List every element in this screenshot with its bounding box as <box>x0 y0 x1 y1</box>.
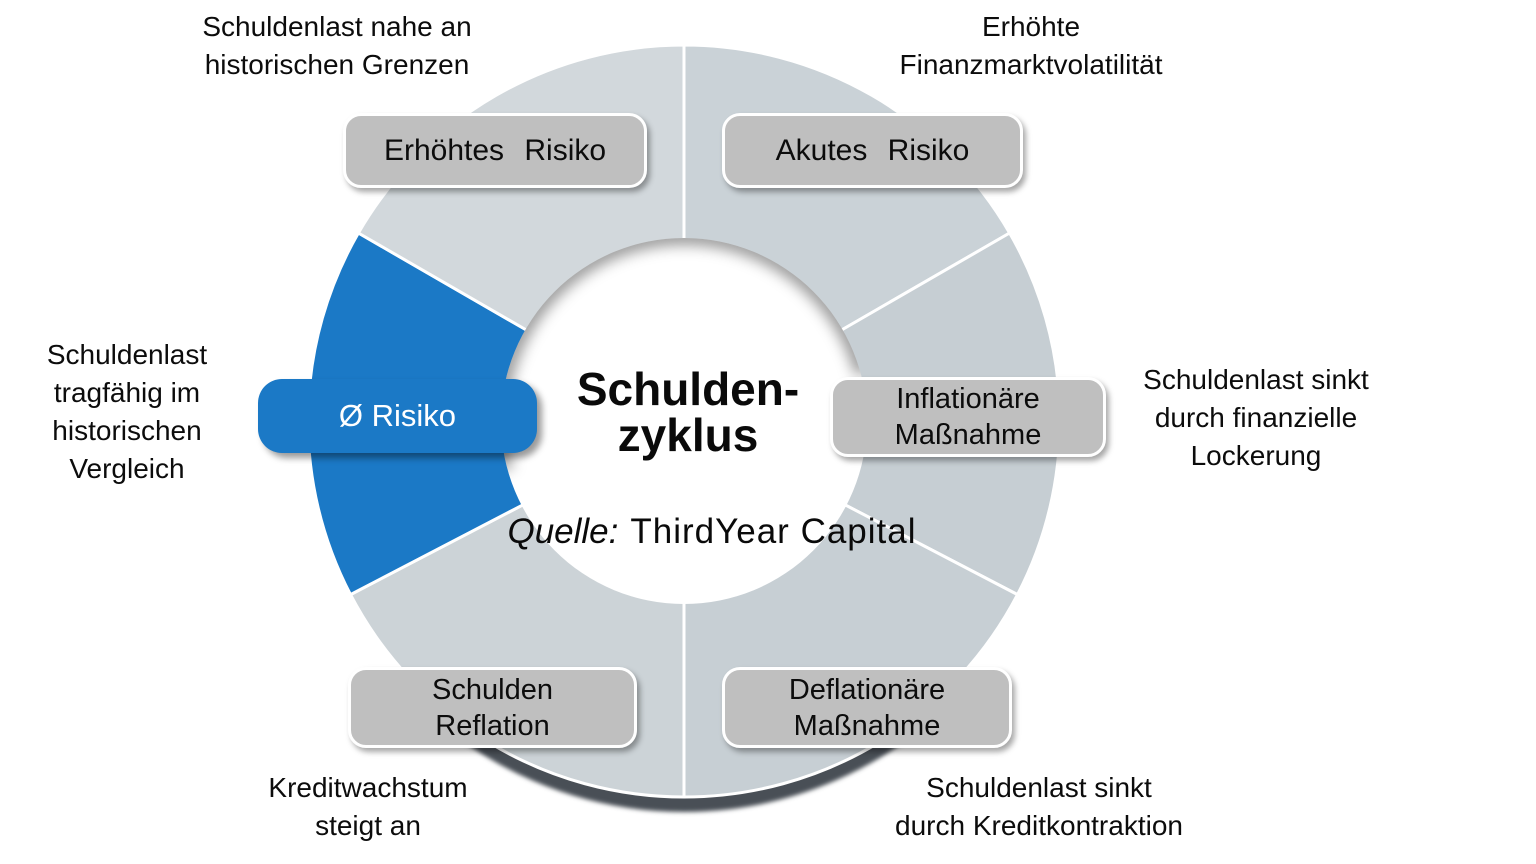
source-name: ThirdYear Capital <box>630 512 917 551</box>
pill-label-line: Schulden <box>432 673 553 706</box>
pill-deflationaere-massnahme: Deflationäre Maßnahme <box>722 667 1012 748</box>
annotation-bottom-right: Schuldenlast sinkt durch Kreditkontrakti… <box>895 769 1183 845</box>
annotation-line: historischen <box>52 415 202 446</box>
annotation-right: Schuldenlast sinkt durch finanzielle Loc… <box>1143 361 1369 475</box>
pill-label-line: Maßnahme <box>793 709 941 742</box>
pill-schulden-reflation: Schulden Reflation <box>348 667 637 748</box>
source-line: Quelle: ThirdYear Capital <box>507 511 916 553</box>
annotation-line: Schuldenlast sinkt <box>926 772 1152 803</box>
annotation-line: Kreditwachstum <box>268 772 468 803</box>
annotation-line: Erhöhte <box>981 11 1081 42</box>
pill-label-line: Deflationäre <box>788 673 946 706</box>
annotation-line: historischen Grenzen <box>204 49 470 80</box>
cycle-title: Schulden- zyklus <box>577 366 799 458</box>
pill-label: Akutes Risiko <box>775 133 970 167</box>
annotation-bottom-left: Kreditwachstum steigt an <box>268 769 467 845</box>
annotation-left: Schuldenlast tragfähig im historischen V… <box>47 336 207 488</box>
pill-label-line: Reflation <box>435 709 550 742</box>
annotation-line: tragfähig im <box>53 377 201 408</box>
annotation-line: durch Kreditkontraktion <box>895 810 1183 841</box>
pill-erhoehtes-risiko: Erhöhtes Risiko <box>343 113 647 188</box>
annotation-line: Vergleich <box>69 453 185 484</box>
cycle-title-line: Schulden- <box>576 363 800 415</box>
annotation-line: Finanzmarktvolatilität <box>899 49 1163 80</box>
annotation-top-right: Erhöhte Finanzmarktvolatilität <box>900 8 1163 84</box>
pill-durchschnitt-risiko: Ø Risiko <box>258 379 537 453</box>
pill-akutes-risiko: Akutes Risiko <box>722 113 1023 188</box>
ring-center-hole <box>501 238 867 604</box>
annotation-line: Schuldenlast nahe an <box>202 11 472 42</box>
annotation-line: Schuldenlast sinkt <box>1143 364 1369 395</box>
cycle-title-line: zyklus <box>617 409 759 461</box>
source-prefix: Quelle: <box>507 512 619 551</box>
pill-label-line: Maßnahme <box>894 419 1042 451</box>
annotation-line: Schuldenlast <box>46 339 208 370</box>
annotation-top-left: Schuldenlast nahe an historischen Grenze… <box>202 8 471 84</box>
pill-label: Erhöhtes Risiko <box>383 133 607 167</box>
pill-label-line: Inflationäre <box>896 383 1040 415</box>
annotation-line: steigt an <box>315 810 421 841</box>
pill-label: Ø Risiko <box>338 398 457 433</box>
pill-inflationaere-massnahme: Inflationäre Maßnahme <box>830 377 1106 457</box>
annotation-line: durch finanzielle <box>1154 402 1358 433</box>
annotation-line: Lockerung <box>1190 440 1322 471</box>
